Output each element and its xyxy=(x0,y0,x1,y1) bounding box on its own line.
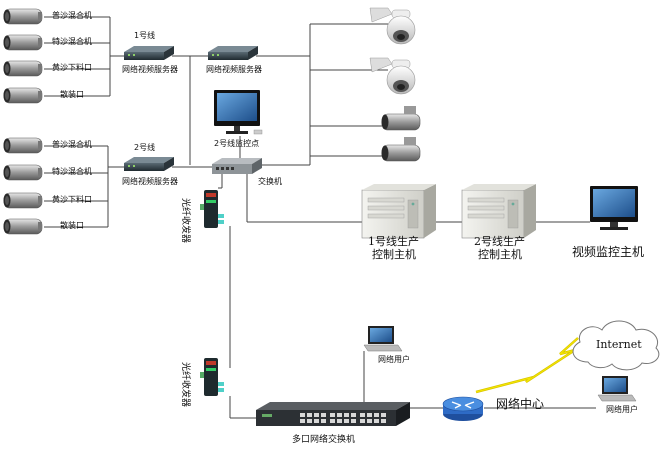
bullet-camera-icon xyxy=(3,87,43,104)
ptz-camera-2 xyxy=(369,57,416,95)
line2-monitor-point: 2号线监控点 xyxy=(214,90,263,148)
line1-control-host: 1号线生产 控制主机 xyxy=(361,183,437,261)
router-icon xyxy=(442,396,484,421)
camera-group-1: 普沙混合机 特沙混合机 黄沙下料口 散装口 xyxy=(3,8,92,104)
control-host-label-line2: 控制主机 xyxy=(372,247,416,261)
ptz-camera-1 xyxy=(369,7,416,45)
bullet-camera-icon xyxy=(3,218,43,235)
network-center-label: 网络中心 xyxy=(496,396,544,411)
video-server-icon xyxy=(208,46,258,60)
network-user-label: 网络用户 xyxy=(606,404,638,414)
video-server-label: 网络视频服务器 xyxy=(122,176,178,186)
line2-video-server: 2号线 网络视频服务器 xyxy=(122,142,178,186)
camera-label: 散装口 xyxy=(60,89,84,99)
bullet-camera-icon xyxy=(3,137,43,154)
camera-label: 普沙混合机 xyxy=(52,139,92,149)
fiber-transceiver-2: 光纤收发器 xyxy=(180,358,224,407)
line2-control-host: 2号线生产 控制主机 xyxy=(461,183,537,261)
control-host-label-line1: 2号线生产 xyxy=(474,234,525,248)
industrial-pc-icon xyxy=(361,183,437,239)
laptop-icon xyxy=(363,325,403,352)
multiport-switch-icon xyxy=(256,402,410,426)
line1-video-server: 1号线 网络视频服务器 xyxy=(122,30,178,74)
internet-label: Internet xyxy=(596,338,642,351)
network-center: 网络中心 xyxy=(442,396,544,421)
video-server-label: 网络视频服务器 xyxy=(122,64,178,74)
fiber-transceiver-label: 光纤收发器 xyxy=(180,198,192,243)
bullet-camera-icon xyxy=(3,34,43,51)
fiber-transceiver-label: 光纤收发器 xyxy=(180,362,192,407)
network-user-label: 网络用户 xyxy=(378,354,410,364)
network-user-right: 网络用户 xyxy=(597,375,638,414)
camera-label: 普沙混合机 xyxy=(52,10,92,20)
video-host-label: 视频监控主机 xyxy=(572,244,644,259)
network-user-center: 网络用户 xyxy=(363,325,410,364)
line2-label: 2号线 xyxy=(134,142,155,152)
video-server-icon xyxy=(124,46,174,60)
monitor-point-label: 2号线监控点 xyxy=(214,138,259,148)
bullet-camera-icon xyxy=(3,8,43,25)
camera-label: 散装口 xyxy=(60,220,84,230)
dome-camera-icon xyxy=(369,7,416,45)
bullet-camera-icon xyxy=(381,137,421,162)
switch: 交换机 xyxy=(212,158,282,186)
control-host-label-line2: 控制主机 xyxy=(478,247,522,261)
internet: Internet xyxy=(572,320,660,371)
bullet-camera-icon xyxy=(3,192,43,209)
dome-camera-icon xyxy=(369,57,416,95)
control-host-label-line1: 1号线生产 xyxy=(368,234,419,248)
bullet-camera-right-2 xyxy=(381,137,421,162)
laptop-icon xyxy=(597,375,637,402)
multiport-switch: 多口网络交换机 xyxy=(256,402,410,445)
video-server-label: 网络视频服务器 xyxy=(206,64,262,74)
bullet-camera-icon xyxy=(3,164,43,181)
fiber-transceiver-1: 光纤收发器 xyxy=(180,190,224,243)
lcd-monitor-icon xyxy=(214,90,263,135)
multiport-switch-label: 多口网络交换机 xyxy=(292,433,355,445)
industrial-pc-icon xyxy=(461,183,537,239)
fiber-transceiver-icon xyxy=(200,358,224,396)
switch-label: 交换机 xyxy=(258,176,282,186)
camera-label: 特沙混合机 xyxy=(52,166,92,176)
bullet-camera-right-1 xyxy=(381,106,421,131)
video-monitoring-host: 视频监控主机 xyxy=(572,186,644,259)
camera-label: 黄沙下料口 xyxy=(52,194,92,204)
bullet-camera-icon xyxy=(381,106,421,131)
line1-label: 1号线 xyxy=(134,30,155,40)
switch-icon xyxy=(212,158,262,174)
connection-lines xyxy=(44,16,596,419)
video-server-icon xyxy=(124,157,174,171)
fiber-transceiver-icon xyxy=(200,190,224,228)
bullet-camera-icon xyxy=(3,60,43,77)
cloud-icon xyxy=(572,320,660,371)
camera-label: 黄沙下料口 xyxy=(52,62,92,72)
lcd-monitor-icon xyxy=(590,186,638,230)
top-video-server: 网络视频服务器 xyxy=(206,46,262,74)
camera-group-2: 普沙混合机 特沙混合机 黄沙下料口 散装口 xyxy=(3,137,92,235)
camera-label: 特沙混合机 xyxy=(52,36,92,46)
